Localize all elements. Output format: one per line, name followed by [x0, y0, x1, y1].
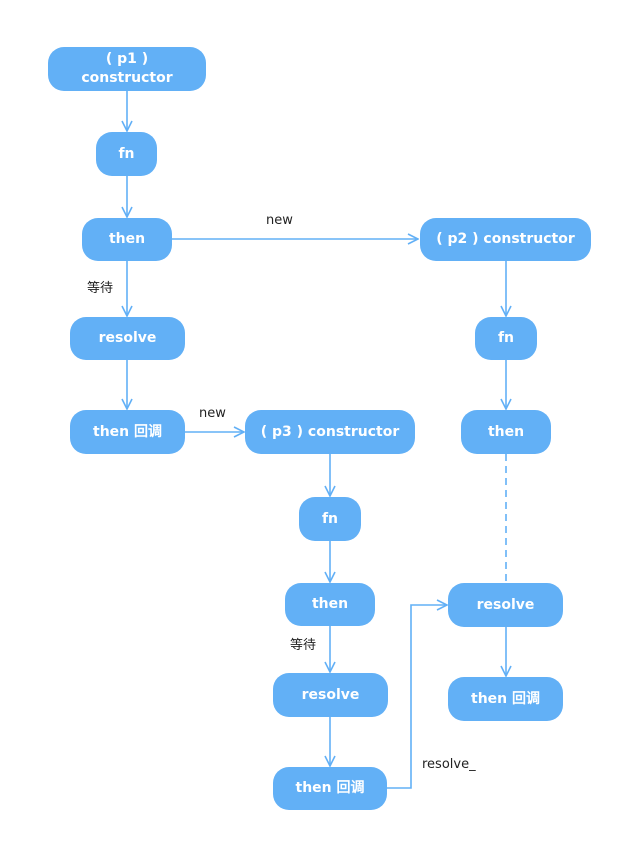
p2-then-node: then — [461, 410, 551, 454]
p3-constructor-node: ( p3 ) constructor — [245, 410, 415, 454]
p1-constructor-node: ( p1 ) constructor — [48, 47, 206, 91]
p1-then-node: then — [82, 218, 172, 261]
p2-fn-node: fn — [475, 317, 537, 360]
p1-resolve-node: resolve — [70, 317, 185, 360]
p3-then-node: then — [285, 583, 375, 626]
edge-label-new-p3: new — [199, 406, 226, 421]
p1-then-callback-node: then 回调 — [70, 410, 185, 454]
edge-label-new-p2: new — [266, 213, 293, 228]
p3-resolve-node: resolve — [273, 673, 388, 717]
p3-then-callback-node: then 回调 — [273, 767, 387, 810]
p2-resolve-node: resolve — [448, 583, 563, 627]
p3-fn-node: fn — [299, 497, 361, 541]
edge-label-resolve-link: resolve_ — [422, 757, 476, 772]
arrow-p3-callback-to-p2-resolve — [386, 605, 447, 789]
p2-constructor-node: ( p2 ) constructor — [420, 218, 591, 261]
edge-label-wait-p1: 等待 — [87, 281, 114, 296]
p1-fn-node: fn — [96, 132, 157, 176]
edge-label-wait-p3: 等待 — [290, 638, 317, 653]
p2-then-callback-node: then 回调 — [448, 677, 563, 721]
